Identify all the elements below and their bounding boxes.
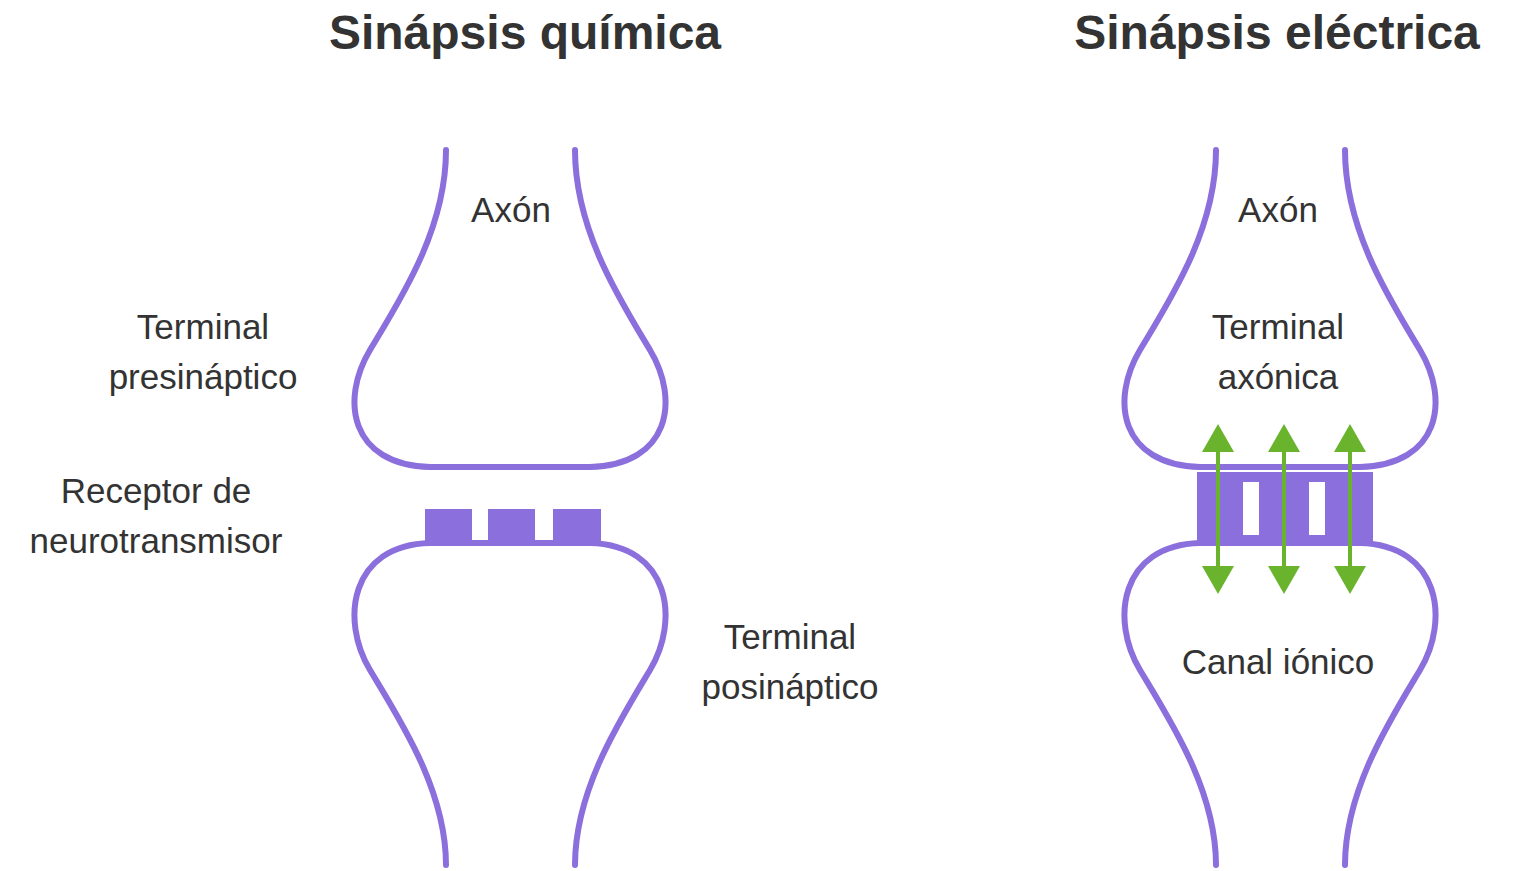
part-label: Axón — [1178, 185, 1378, 235]
arrow-shaft — [1282, 448, 1286, 570]
postsynaptic-outline — [354, 543, 665, 865]
arrow-head — [1202, 424, 1234, 452]
receptor-block — [425, 509, 472, 545]
diagram-heading: Sinápsis eléctrica — [1074, 3, 1480, 63]
receptor-block — [553, 509, 601, 545]
ion-flow-arrows — [1202, 424, 1366, 594]
channel-pore — [1309, 482, 1325, 535]
part-label: Terminal axónica — [1178, 302, 1378, 402]
arrow-head — [1334, 424, 1366, 452]
arrow-head — [1268, 424, 1300, 452]
part-label: Canal iónico — [1178, 637, 1378, 687]
axon-terminal-outline — [1124, 150, 1435, 467]
arrow-shaft — [1348, 448, 1352, 570]
arrow-head — [1202, 566, 1234, 594]
part-label: Terminal presináptico — [78, 302, 328, 402]
arrow-head — [1334, 566, 1366, 594]
arrow-shaft — [1216, 448, 1220, 570]
postsynaptic-outline — [1124, 543, 1435, 865]
part-label: Axón — [411, 185, 611, 235]
channel-pore — [1243, 482, 1259, 535]
part-label: Receptor de neurotransmisor — [6, 466, 306, 566]
arrow-head — [1268, 566, 1300, 594]
receptor-block — [488, 509, 535, 545]
part-label: Terminal posináptico — [665, 612, 915, 712]
diagram-heading: Sinápsis química — [329, 3, 721, 63]
presynaptic-outline — [354, 150, 665, 467]
